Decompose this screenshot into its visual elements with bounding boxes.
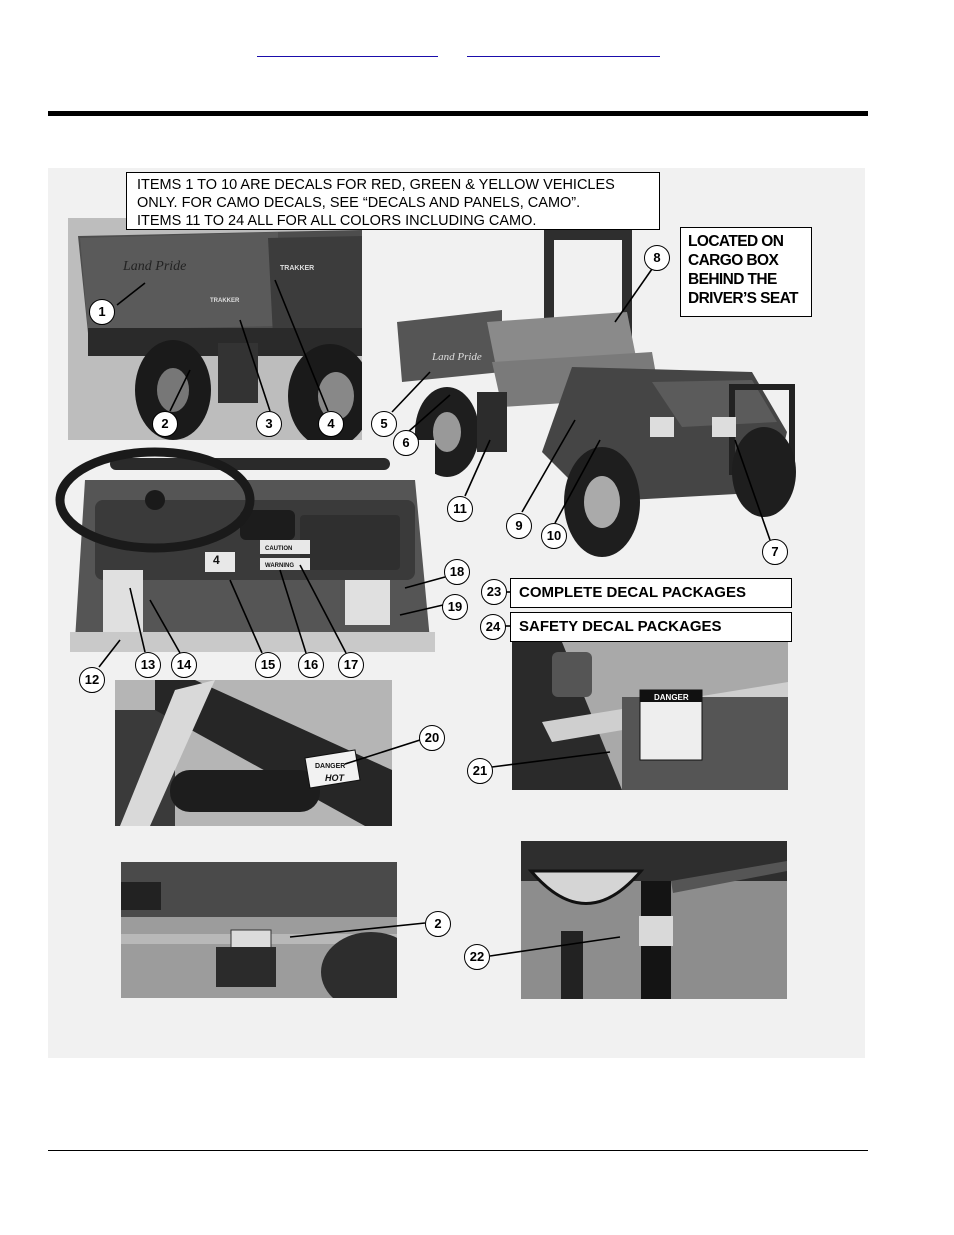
danger-decal-text: DANGER <box>654 693 689 702</box>
loc-line-1: LOCATED ON <box>688 233 784 250</box>
callout-9: 9 <box>506 513 532 539</box>
callout-17: 17 <box>338 652 364 678</box>
callout-24: 24 <box>480 614 506 640</box>
bed-brand-text: Land Pride <box>431 351 482 363</box>
caution-decal-text: CAUTION <box>265 546 292 552</box>
top-rule <box>48 111 868 116</box>
callout-1: 1 <box>89 299 115 325</box>
safety-decal-packages-label: SAFETY DECAL PACKAGES <box>519 618 722 635</box>
callout-22: 22 <box>464 944 490 970</box>
color-note-box: ITEMS 1 TO 10 ARE DECALS FOR RED, GREEN … <box>126 172 660 230</box>
safety-decal-packages-box: SAFETY DECAL PACKAGES <box>510 612 792 642</box>
callout-20: 20 <box>419 725 445 751</box>
gear-decal-text: 4 <box>213 553 220 567</box>
photo-under-seat: DANGER <box>512 642 788 790</box>
note-line-1: ITEMS 1 TO 10 ARE DECALS FOR RED, GREEN … <box>137 177 615 193</box>
callout-21: 21 <box>467 758 493 784</box>
callout-3: 3 <box>256 411 282 437</box>
callout-2: 2 <box>152 411 178 437</box>
callout-10: 10 <box>541 523 567 549</box>
callout-18: 18 <box>444 559 470 585</box>
header-link-2[interactable] <box>467 42 660 57</box>
complete-decal-packages-label: COMPLETE DECAL PACKAGES <box>519 584 746 601</box>
callout-16: 16 <box>298 652 324 678</box>
tracker-decal-text-2: TRAKKER <box>210 298 240 304</box>
callout-13: 13 <box>135 652 161 678</box>
callout-12: 12 <box>79 667 105 693</box>
callout-2-hitch: 2 <box>425 911 451 937</box>
callout-8: 8 <box>644 245 670 271</box>
loc-line-4: DRIVER’S SEAT <box>688 290 799 307</box>
photo-exhaust: DANGER HOT <box>115 680 392 826</box>
hot-decal-text: HOT <box>325 773 346 783</box>
callout-19: 19 <box>442 594 468 620</box>
callout-11: 11 <box>447 496 473 522</box>
bottom-rule <box>48 1150 868 1151</box>
loc-line-3: BEHIND THE <box>688 271 777 288</box>
tracker-decal-text: TRAKKER <box>280 265 314 272</box>
complete-decal-packages-box: COMPLETE DECAL PACKAGES <box>510 578 792 608</box>
loc-line-2: CARGO BOX <box>688 252 779 269</box>
location-note-box: LOCATED ON CARGO BOX BEHIND THE DRIVER’S… <box>680 227 812 317</box>
callout-15: 15 <box>255 652 281 678</box>
callout-14: 14 <box>171 652 197 678</box>
photo-dashboard: 4 CAUTION WARNING <box>55 440 435 652</box>
note-line-3: ITEMS 11 TO 24 ALL FOR ALL COLORS INCLUD… <box>137 213 537 229</box>
photo-hitch <box>121 862 397 998</box>
warning-decal-text: WARNING <box>265 563 294 569</box>
note-line-2: ONLY. FOR CAMO DECALS, SEE “DECALS AND P… <box>137 195 581 211</box>
callout-23: 23 <box>481 579 507 605</box>
tailgate-brand-text: Land Pride <box>122 259 186 274</box>
callout-5: 5 <box>371 411 397 437</box>
photo-headlight <box>521 841 787 999</box>
header-link-1[interactable] <box>257 42 438 57</box>
callout-4: 4 <box>318 411 344 437</box>
callout-7: 7 <box>762 539 788 565</box>
callout-6: 6 <box>393 430 419 456</box>
photo-cargo-box-rear: Land Pride TRAKKER TRAKKER <box>68 218 362 443</box>
danger-hot-decal-text: DANGER <box>315 763 345 770</box>
